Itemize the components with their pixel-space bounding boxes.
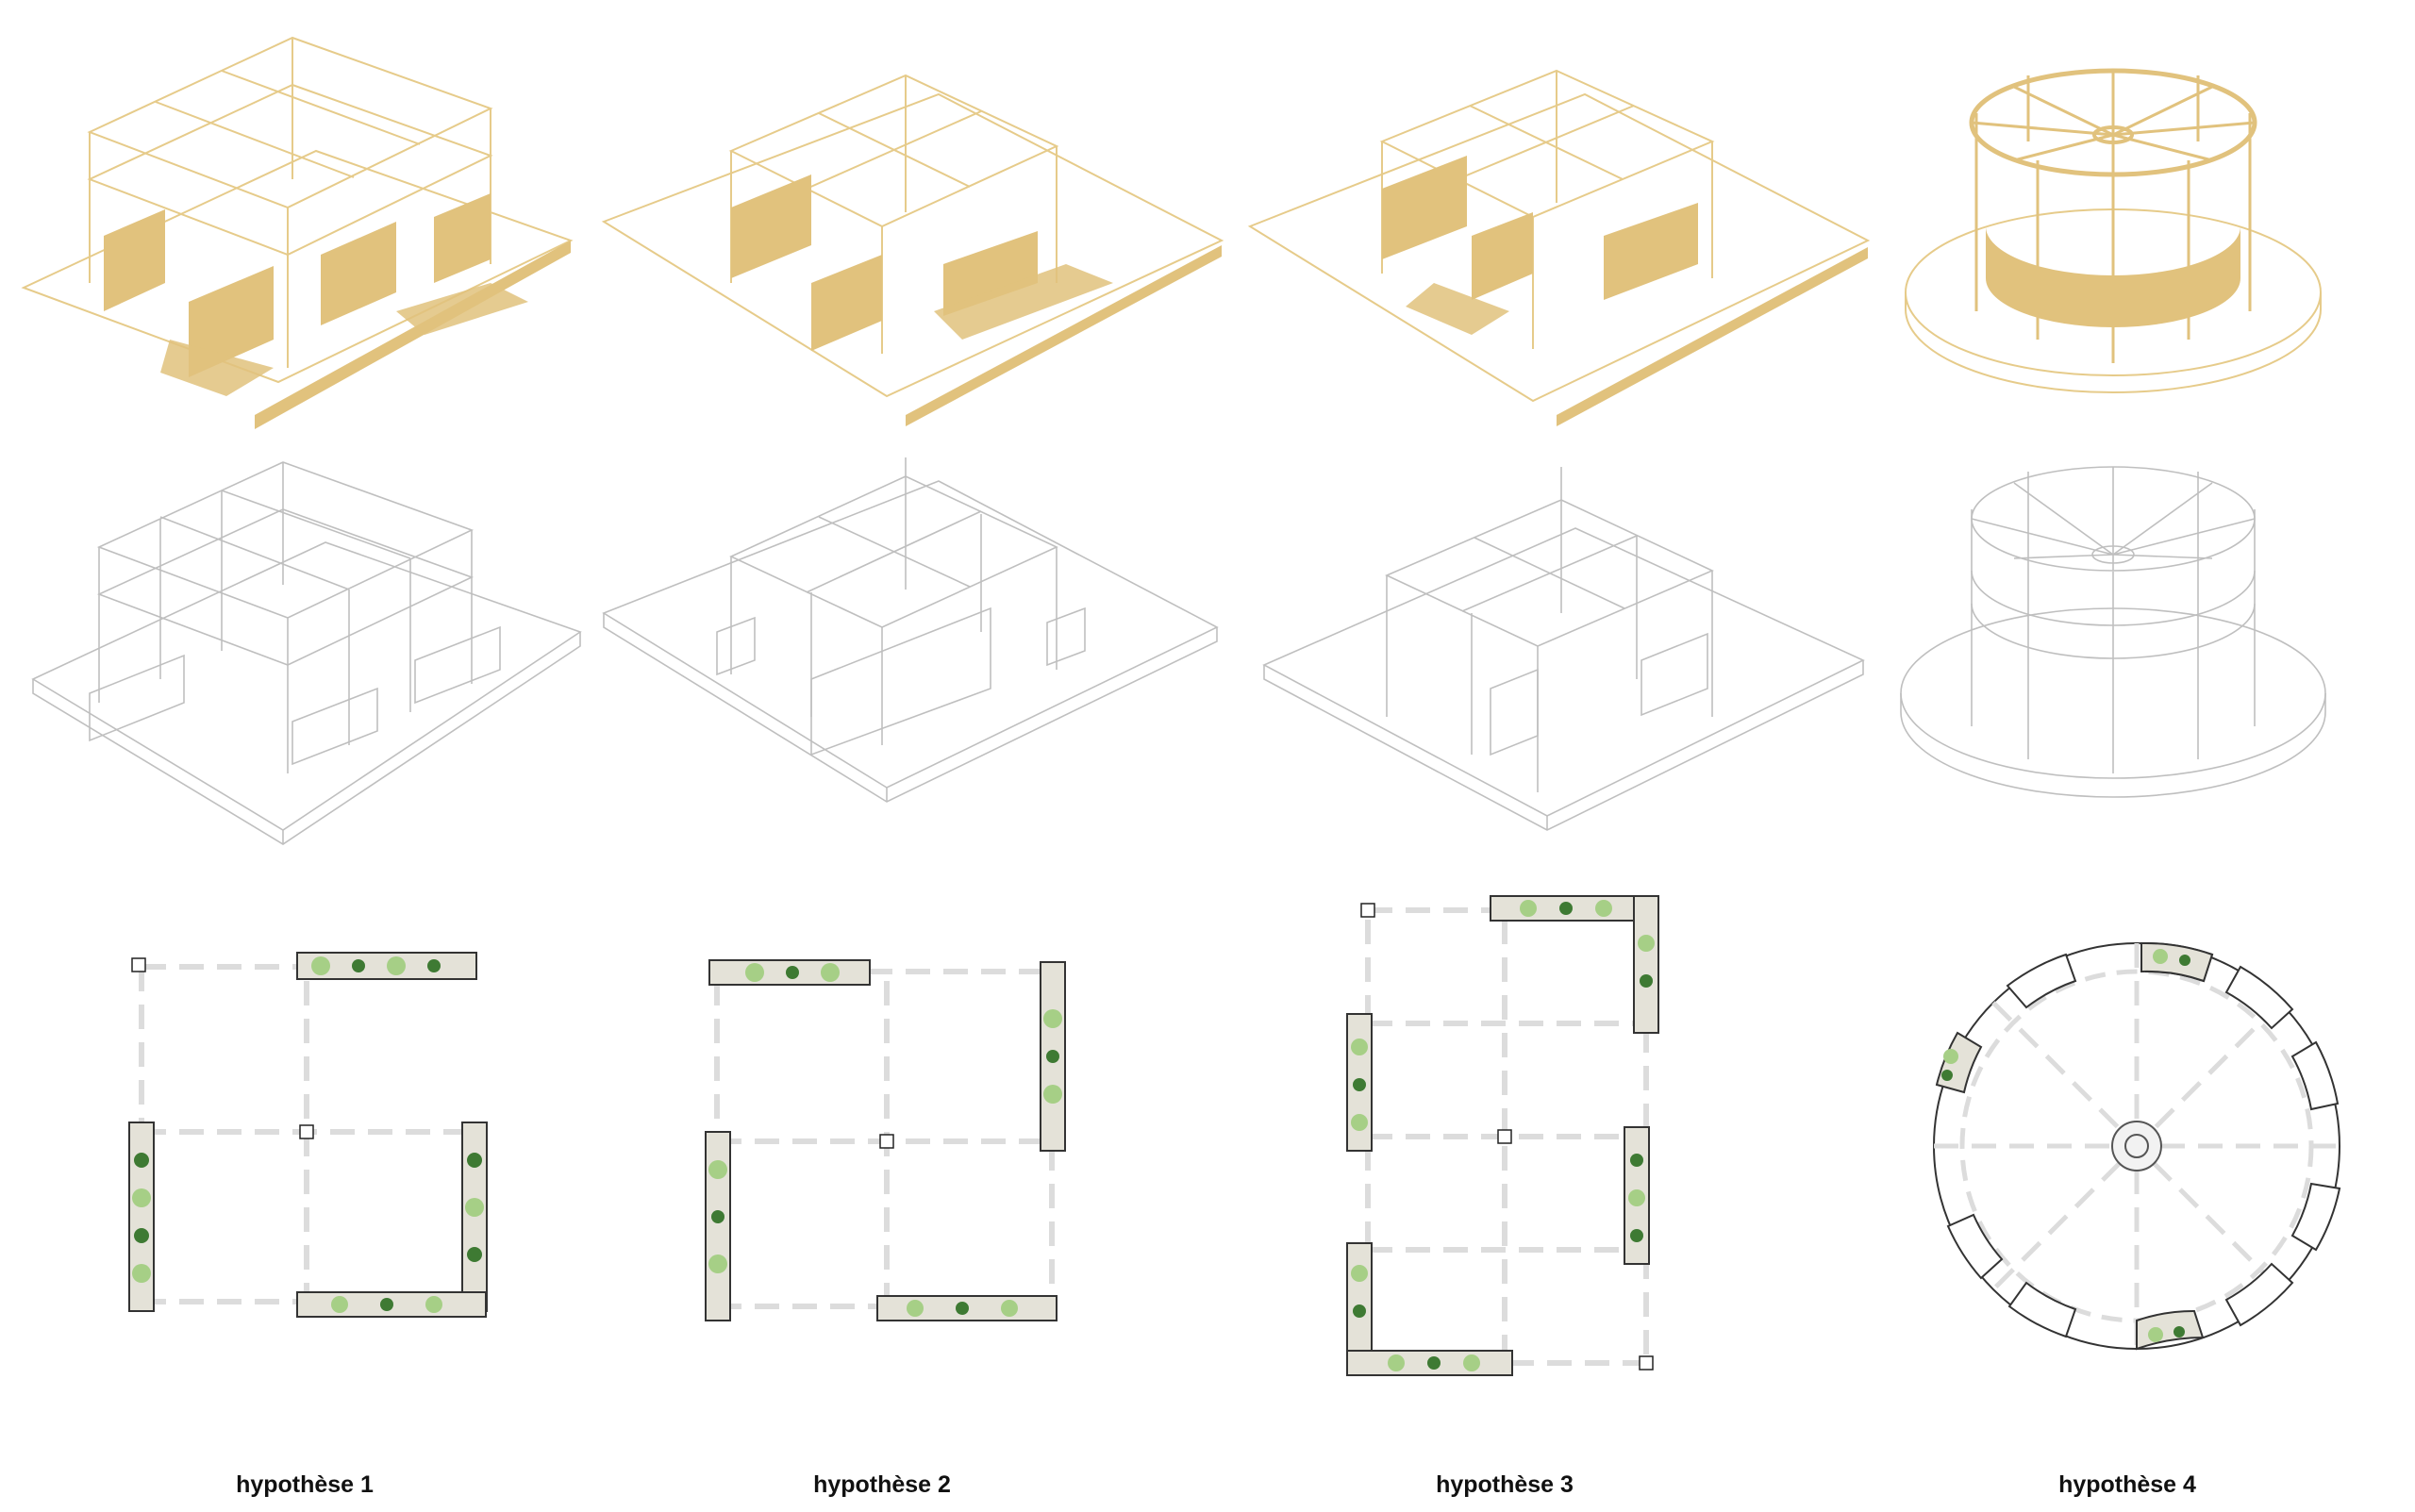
h3-line-axonometric — [1262, 467, 1865, 831]
h1-plan — [128, 952, 488, 1318]
h2-line-axonometric — [602, 457, 1219, 803]
h3-shaded-axonometric — [1247, 69, 1871, 426]
h4-shaded-axonometric — [1905, 68, 2322, 393]
h2-shaded-axonometric — [601, 74, 1224, 426]
h1-shaded-axonometric — [21, 36, 574, 429]
hypothesis-4-label: hypothèse 4 — [2058, 1471, 2196, 1498]
h4-plan — [1933, 941, 2341, 1351]
hypothesis-1-label: hypothèse 1 — [236, 1471, 374, 1498]
h3-plan — [1346, 895, 1659, 1376]
h4-line-axonometric — [1900, 466, 2326, 798]
h1-line-axonometric — [31, 461, 582, 845]
hypothesis-2-label: hypothèse 2 — [813, 1471, 951, 1498]
hypothesis-3-label: hypothèse 3 — [1436, 1471, 1574, 1498]
h2-plan — [705, 959, 1066, 1321]
